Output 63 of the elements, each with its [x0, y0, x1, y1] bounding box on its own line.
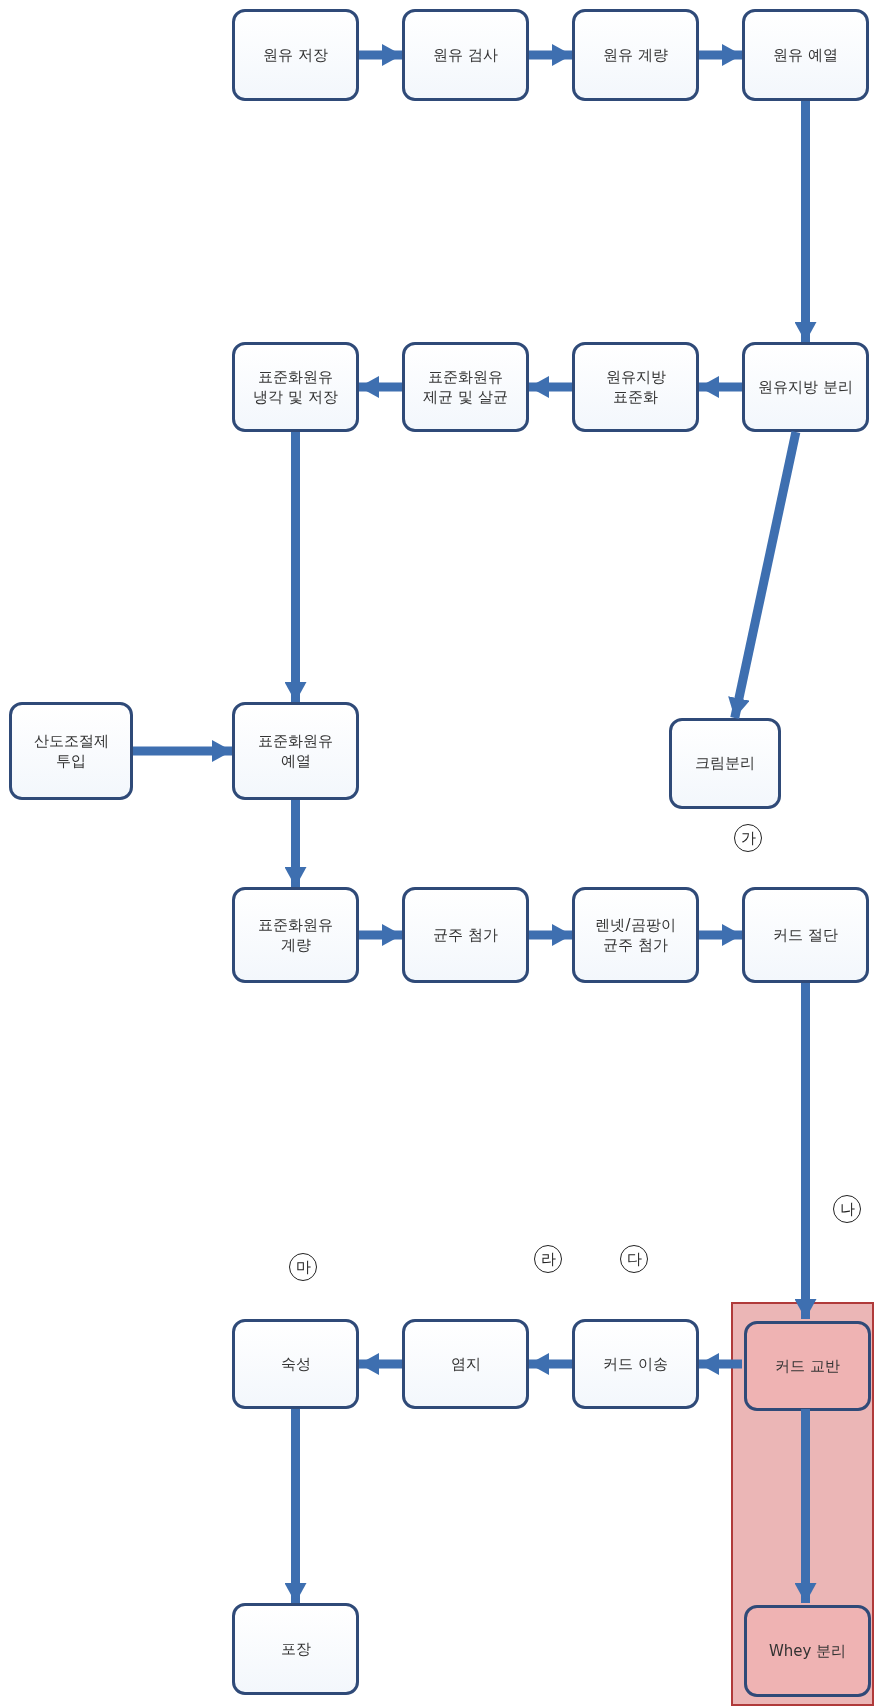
step-label: 균주 첨가 — [433, 924, 498, 946]
step-label: 산도조절제 투입 — [32, 730, 110, 772]
step-label: 표준화원유 제균 및 살균 — [422, 366, 509, 408]
arrow — [284, 800, 307, 887]
step-label: 표준화원유 계량 — [257, 914, 334, 956]
step-label: Whey 분리 — [768, 1640, 847, 1662]
step-label: 숙성 — [280, 1353, 311, 1375]
step-label: 렌넷/곰팡이 균주 첨가 — [594, 914, 677, 956]
arrow — [699, 376, 742, 398]
process-box — [669, 718, 781, 809]
arrow — [529, 44, 572, 66]
step-label: 원유 저장 — [263, 44, 328, 66]
process-box — [572, 9, 699, 101]
process-box — [572, 342, 699, 432]
arrow — [284, 432, 307, 702]
process-box — [402, 342, 529, 432]
arrow — [529, 1353, 572, 1375]
arrow — [133, 740, 232, 762]
step-label: 커드 교반 — [775, 1355, 840, 1377]
step-label: 염지 — [450, 1353, 481, 1375]
arrow — [794, 1409, 817, 1603]
process-box — [232, 1319, 359, 1409]
step-label: 원유 예열 — [773, 44, 838, 66]
process-box — [742, 887, 869, 983]
arrow — [794, 101, 817, 342]
process-box — [744, 1605, 871, 1697]
process-box — [744, 1321, 871, 1411]
highlight-region — [731, 1302, 874, 1706]
step-label: 표준화원유 냉각 및 저장 — [252, 366, 339, 408]
process-box — [232, 887, 359, 983]
process-box — [572, 1319, 699, 1409]
process-box — [232, 9, 359, 101]
step-label: 포장 — [280, 1638, 311, 1660]
arrow — [359, 1353, 402, 1375]
step-label: 크림분리 — [695, 753, 755, 774]
step-label: 표준화원유 예열 — [257, 730, 334, 772]
process-box — [402, 887, 529, 983]
arrow — [794, 983, 817, 1319]
process-box — [9, 702, 133, 800]
process-box — [232, 702, 359, 800]
process-box — [232, 342, 359, 432]
arrow — [284, 1409, 307, 1603]
arrow — [359, 44, 402, 66]
arrow — [529, 376, 572, 398]
arrow — [359, 924, 402, 946]
step-label: 원유 검사 — [433, 44, 498, 66]
arrow — [699, 44, 742, 66]
process-box — [402, 1319, 529, 1409]
step-label: 커드 이송 — [603, 1353, 668, 1375]
step-label: 원유 계량 — [603, 44, 668, 66]
process-box — [742, 342, 869, 432]
process-box — [742, 9, 869, 101]
arrow — [699, 1353, 742, 1375]
process-box — [572, 887, 699, 983]
arrow — [359, 376, 402, 398]
arrow — [699, 924, 742, 946]
process-box — [232, 1603, 359, 1695]
step-label: 원유지방 분리 — [758, 376, 853, 398]
arrow — [529, 924, 572, 946]
arrow — [728, 431, 801, 719]
process-box — [402, 9, 529, 101]
step-label: 원유지방 표준화 — [604, 366, 667, 408]
step-label: 커드 절단 — [773, 924, 838, 946]
